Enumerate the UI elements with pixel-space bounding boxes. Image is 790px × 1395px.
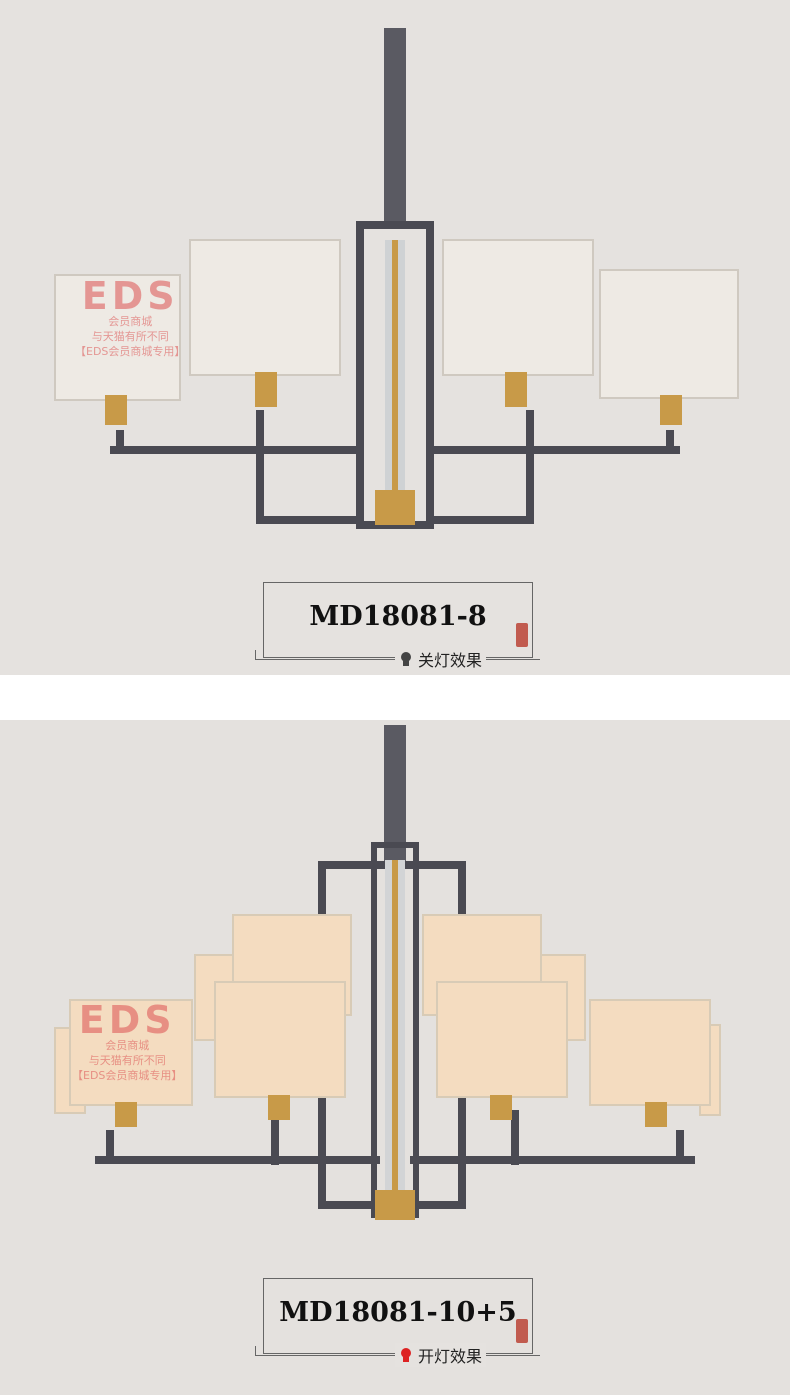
effect-label: 关灯效果 (418, 651, 483, 670)
watermark-line: 与天猫有所不同 (88, 1054, 166, 1067)
watermark-brand: EDS (78, 998, 176, 1042)
effect-tag: 开灯效果 (395, 1343, 487, 1367)
product-panel-lights-on: EDS 会员商城 与天猫有所不同 【EDS会员商城专用】 MD18081-10+… (0, 720, 790, 1395)
watermark-brand: EDS (81, 274, 179, 318)
watermark-line: 会员商城 (105, 1039, 150, 1052)
chandelier-image-off (54, 28, 739, 529)
effect-tag: 关灯效果 (395, 647, 487, 671)
seal-stamp (516, 1319, 528, 1343)
model-caption-box: MD18081-10+5 (263, 1278, 533, 1354)
model-number: MD18081-8 (309, 601, 487, 632)
watermark: EDS 会员商城 与天猫有所不同 【EDS会员商城专用】 (72, 998, 183, 1083)
watermark-line: 会员商城 (108, 315, 153, 328)
bulb-on-icon (399, 1347, 413, 1363)
watermark-line: 【EDS会员商城专用】 (72, 1069, 183, 1082)
product-panel-lights-off: EDS 会员商城 与天猫有所不同 【EDS会员商城专用】 MD18081-8 关… (0, 0, 790, 675)
watermark-line: 与天猫有所不同 (91, 330, 169, 343)
effect-label: 开灯效果 (418, 1347, 483, 1366)
bulb-off-icon (399, 651, 413, 667)
chandelier-image-on (54, 725, 721, 1220)
seal-stamp (516, 623, 528, 647)
model-number: MD18081-10+5 (279, 1297, 517, 1328)
watermark-line: 【EDS会员商城专用】 (75, 345, 186, 358)
watermark: EDS 会员商城 与天猫有所不同 【EDS会员商城专用】 (75, 274, 186, 359)
